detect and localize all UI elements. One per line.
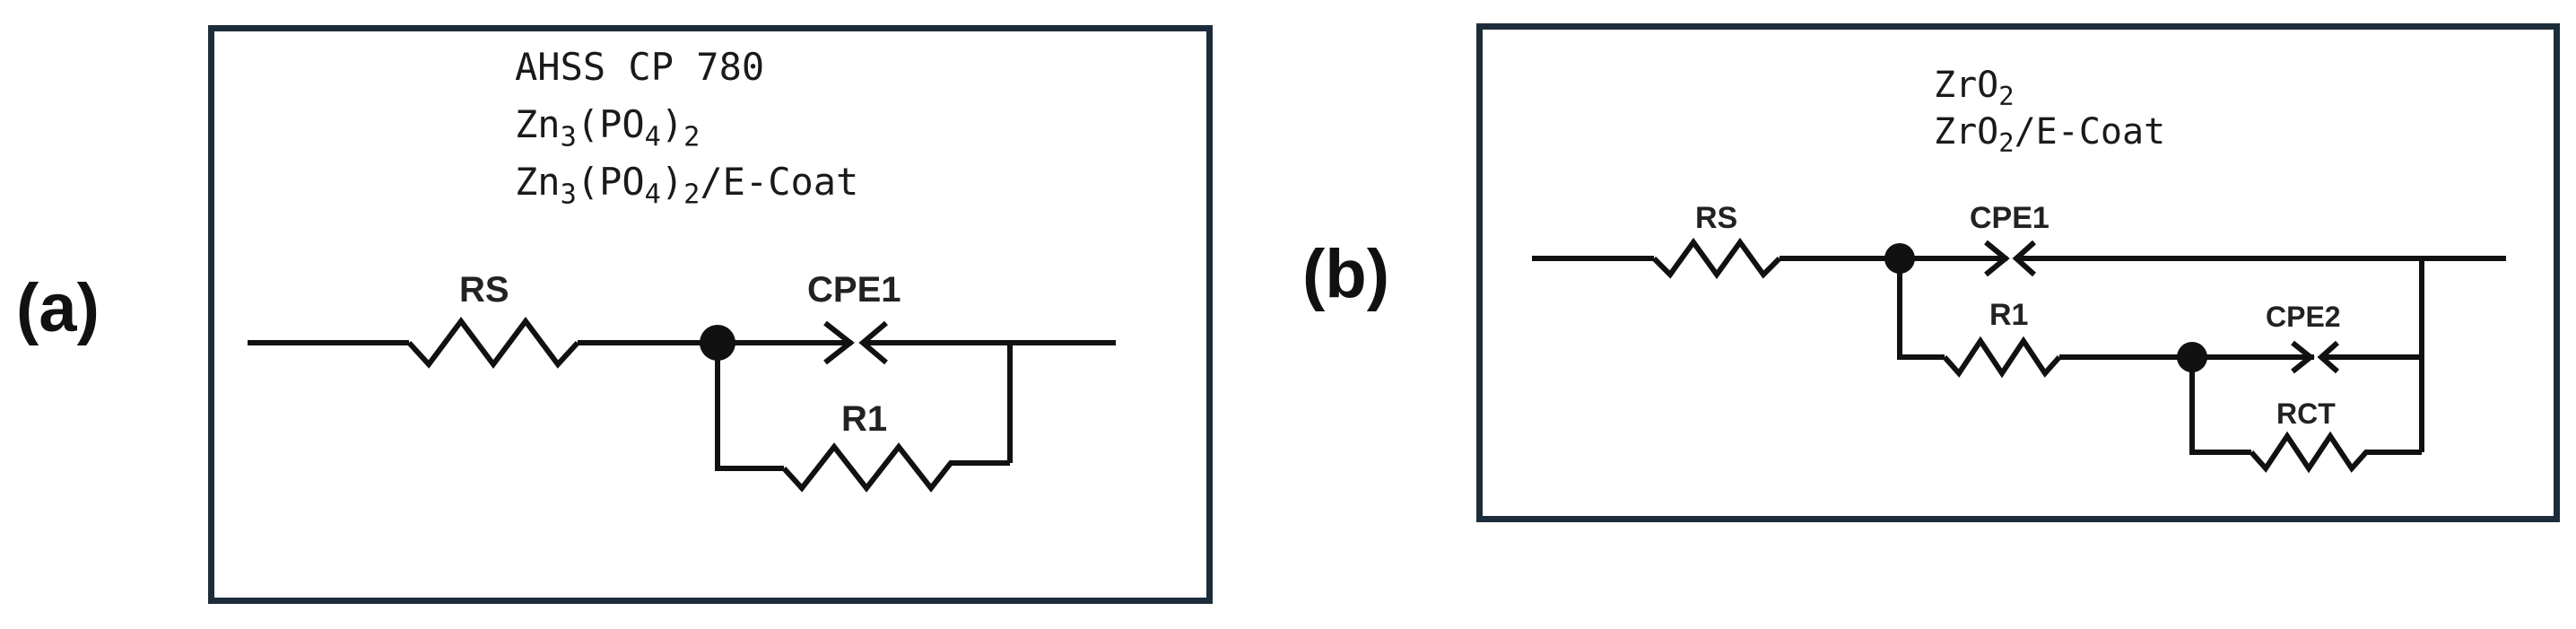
legend-a-line-3-sub1: 3 [560, 179, 577, 211]
circuit-a-rs-resistor [406, 317, 580, 369]
circuit-b-r1-label: R1 [1989, 298, 2028, 332]
circuit-a-junction [700, 325, 735, 361]
circuit-b-rct-label: RCT [2276, 397, 2336, 430]
legend-a-line-3: Zn3(PO4)2/E-Coat [515, 160, 858, 211]
legend-b-line-2-sub: 2 [1998, 127, 2015, 159]
legend-b-line-1: ZrO2 [1934, 65, 2015, 111]
circuit-b-junction-1 [1884, 243, 1915, 274]
circuit-a-cpe1-chevron-1 [823, 320, 855, 365]
legend-a-line-3-sub2: 4 [644, 179, 661, 211]
circuit-b-cpe1-chevron-1 [1984, 240, 2010, 277]
circuit-b-cpe2-chevron-1 [2291, 340, 2315, 374]
panel-b-frame [1476, 23, 2560, 522]
circuit-a-r1-resistor [781, 442, 1010, 493]
legend-b-line-2-tail: /E-Coat [2014, 111, 2166, 153]
legend-a-line-3-sub3: 2 [683, 179, 701, 211]
circuit-b: RS CPE1 R1 CPE2 RCT [1532, 201, 2506, 474]
panel-b-label: (b) [1302, 236, 1390, 312]
circuit-b-node2-vertical [2189, 357, 2251, 455]
legend-a-line-3-tail: /E-Coat [700, 160, 859, 204]
legend-b-line-1-sub: 2 [1998, 81, 2015, 112]
circuit-b-rct-resistor [2249, 431, 2422, 474]
legend-a-line-1: AHSS CP 780 [515, 45, 764, 89]
legend-b-line-2-base: ZrO [1934, 111, 1999, 153]
legend-a-line-3-end: ) [660, 160, 684, 204]
circuit-b-rs-resistor [1651, 237, 1782, 280]
legend-a-line-2-mid: (PO [576, 102, 645, 146]
legend-a-line-2-end: ) [660, 102, 684, 146]
legend-a-line-2: Zn3(PO4)2 [515, 102, 700, 153]
legend-a-line-2-sub3: 2 [683, 121, 701, 153]
circuit-a-r1-label: R1 [841, 399, 887, 439]
legend-b-line-2: ZrO2/E-Coat [1934, 111, 2165, 158]
circuit-b-cpe2-label: CPE2 [2266, 301, 2341, 333]
circuit-b-r1-resistor [1942, 336, 2062, 379]
circuit-a-left-vertical [715, 343, 784, 471]
legend-a-line-2-sub1: 3 [560, 121, 577, 153]
legend-a-line-2-sub2: 4 [644, 121, 661, 153]
panel-a-frame [208, 25, 1213, 604]
circuit-a-cpe1-label: CPE1 [807, 270, 901, 310]
circuit-b-cpe1-label: CPE1 [1970, 201, 2049, 235]
circuit-a-rs-label: RS [459, 270, 509, 310]
circuit-a: RS CPE1 R1 [248, 270, 1116, 493]
circuit-b-junction-2 [2177, 342, 2207, 372]
legend-a-line-1-text: AHSS CP 780 [515, 45, 765, 89]
legend-a-line-2-base: Zn [515, 102, 561, 146]
legend-a-line-3-mid: (PO [576, 160, 645, 204]
circuit-b-rs-label: RS [1695, 201, 1737, 235]
legend-a-line-3-base: Zn [515, 160, 561, 204]
legend-b-line-1-base: ZrO [1934, 65, 1999, 106]
panel-a-label: (a) [16, 270, 100, 346]
circuit-b-node1-vertical [1897, 258, 1945, 360]
